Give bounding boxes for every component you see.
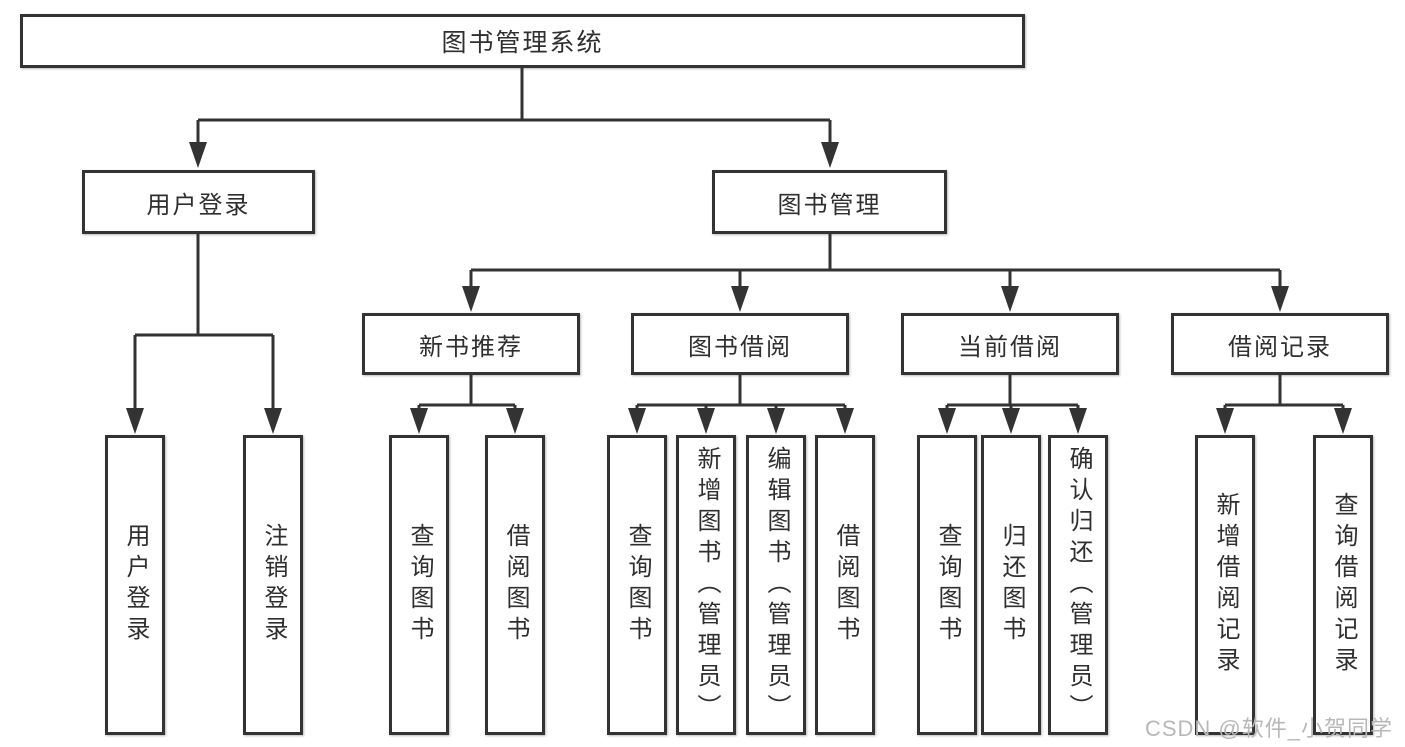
node-leaf-add-book-admin-label: 新增图书（管理员） [693, 445, 720, 725]
node-user-login-branch: 用户登录 [82, 170, 315, 234]
node-root-label: 图书管理系统 [441, 29, 604, 57]
node-leaf-borrow-books-1: 借阅图书 [485, 435, 545, 735]
node-leaf-user-login: 用户登录 [105, 435, 165, 735]
node-leaf-add-borrow-record-label: 新增借阅记录 [1212, 492, 1239, 678]
node-leaf-edit-book-admin: 编辑图书（管理员） [746, 435, 806, 735]
node-borrow-records-label: 借阅记录 [1228, 333, 1332, 361]
node-root: 图书管理系统 [20, 14, 1025, 68]
node-current-borrowing-label: 当前借阅 [958, 333, 1062, 361]
node-user-login-branch-label: 用户登录 [146, 191, 251, 219]
connector-newbooks-to-leaves [417, 375, 517, 412]
node-leaf-query-books-3: 查询图书 [917, 435, 977, 735]
node-new-book-recommend-label: 新书推荐 [419, 333, 523, 361]
node-leaf-borrow-books-1-label: 借阅图书 [502, 523, 529, 647]
arrowheads [126, 142, 1352, 434]
node-leaf-query-books-2-label: 查询图书 [624, 523, 651, 647]
node-leaf-borrow-books-2-label: 借阅图书 [832, 523, 859, 647]
node-leaf-confirm-return-admin-label: 确认归还（管理员） [1065, 445, 1092, 725]
node-leaf-user-login-label: 用户登录 [122, 523, 149, 647]
node-leaf-return-book-label: 归还图书 [998, 523, 1025, 647]
node-leaf-add-borrow-record: 新增借阅记录 [1195, 435, 1255, 735]
connector-current-to-leaves [945, 375, 1080, 412]
csdn-watermark: CSDN @软件_小贺同学 [1144, 716, 1393, 741]
node-leaf-confirm-return-admin: 确认归还（管理员） [1048, 435, 1108, 735]
node-leaf-logout-label: 注销登录 [260, 523, 287, 647]
connector-root-to-level2 [196, 68, 832, 146]
connector-userlogin-to-leaves [133, 234, 275, 412]
node-book-management-label: 图书管理 [777, 191, 882, 219]
node-borrow-records: 借阅记录 [1171, 313, 1389, 375]
connector-bookmgmt-to-level3 [469, 234, 1282, 290]
node-leaf-add-book-admin: 新增图书（管理员） [676, 435, 736, 735]
node-leaf-query-books-2: 查询图书 [607, 435, 667, 735]
node-leaf-query-books-1-label: 查询图书 [406, 523, 433, 647]
node-leaf-borrow-books-2: 借阅图书 [815, 435, 875, 735]
node-book-borrowing: 图书借阅 [631, 313, 849, 375]
node-leaf-query-borrow-record-label: 查询借阅记录 [1330, 492, 1357, 678]
node-leaf-return-book: 归还图书 [981, 435, 1041, 735]
node-leaf-edit-book-admin-label: 编辑图书（管理员） [763, 445, 790, 725]
node-book-management: 图书管理 [712, 170, 947, 234]
node-leaf-query-books-3-label: 查询图书 [934, 523, 961, 647]
node-leaf-query-books-1: 查询图书 [389, 435, 449, 735]
connector-borrowing-to-leaves [635, 375, 847, 412]
node-new-book-recommend: 新书推荐 [362, 313, 580, 375]
node-book-borrowing-label: 图书借阅 [688, 333, 792, 361]
node-current-borrowing: 当前借阅 [901, 313, 1119, 375]
node-leaf-query-borrow-record: 查询借阅记录 [1313, 435, 1373, 735]
node-leaf-logout: 注销登录 [243, 435, 303, 735]
connector-records-to-leaves [1223, 375, 1345, 412]
